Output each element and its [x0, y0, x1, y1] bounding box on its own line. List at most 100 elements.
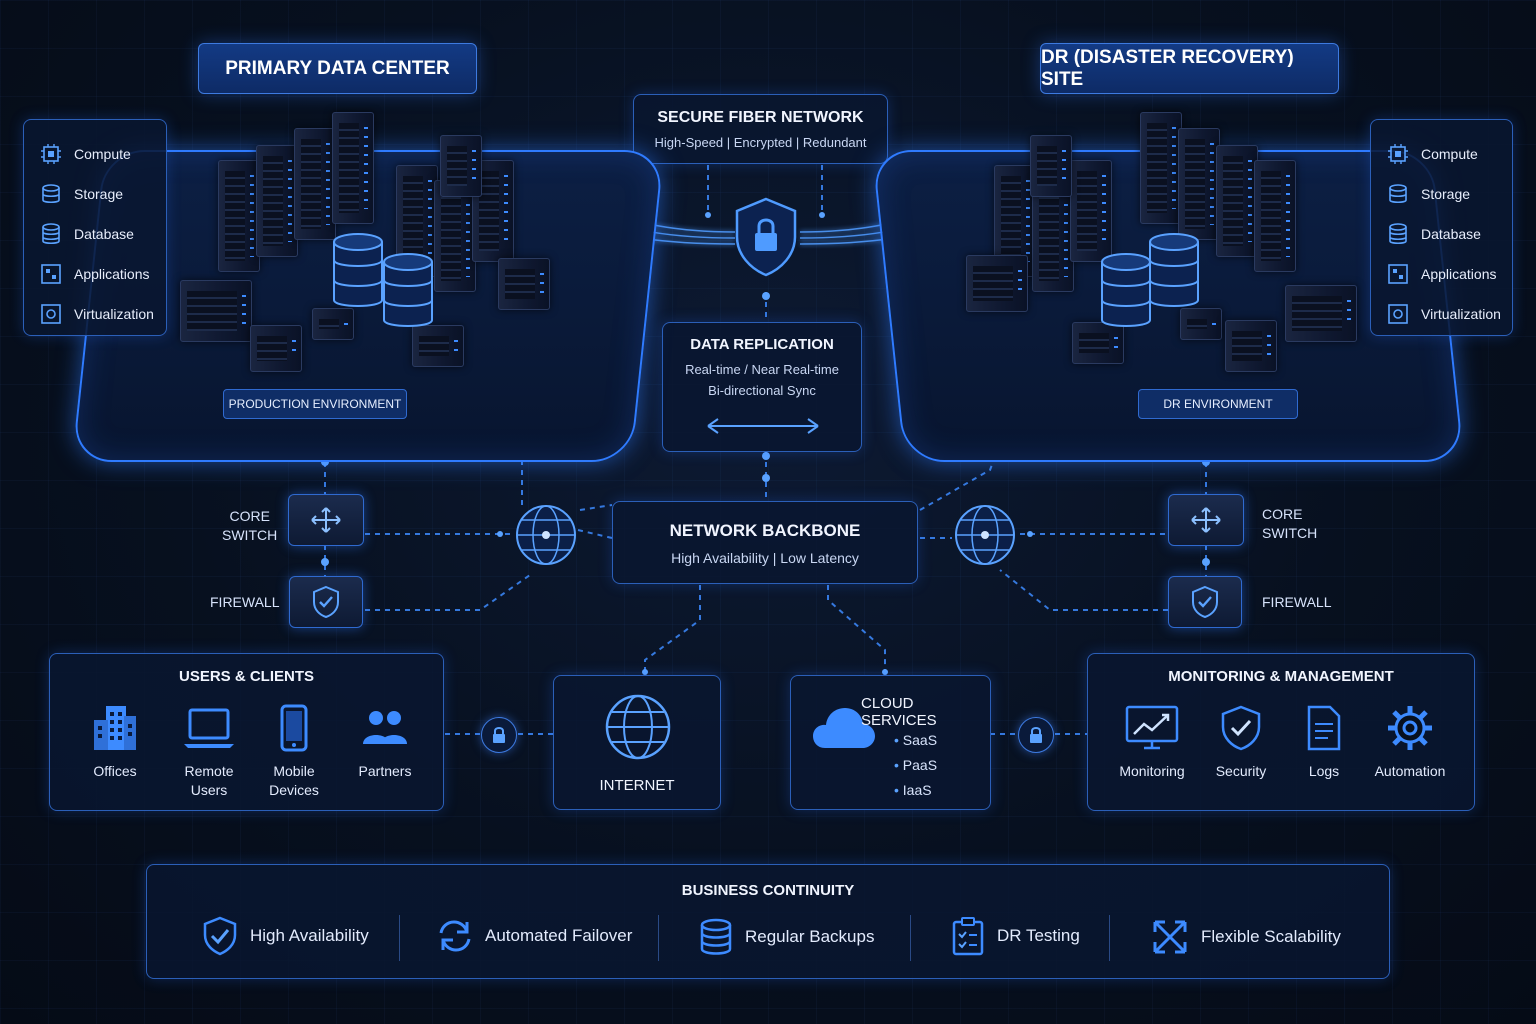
storage-icon: [1389, 184, 1407, 204]
divider: [658, 915, 659, 961]
dr-site-title: DR (DISASTER RECOVERY) SITE: [1040, 43, 1339, 94]
monitoring-panel: MONITORING & MANAGEMENT Monitoring Secur…: [1087, 653, 1475, 811]
client-label: Partners: [358, 763, 412, 779]
service-item: Storage: [40, 174, 166, 214]
primary-firewall-label: FIREWALL: [210, 594, 280, 610]
continuity-item-flexible-scalability: Flexible Scalability: [1151, 918, 1341, 956]
data-replication-line2: Bi-directional Sync: [708, 383, 816, 398]
continuity-item-regular-backups: Regular Backups: [699, 918, 874, 956]
shield-check-icon: [203, 916, 237, 956]
divider: [910, 915, 911, 961]
service-label: Database: [74, 226, 134, 242]
server-unit: [498, 258, 550, 310]
sync-icon: [439, 920, 471, 952]
people-icon: [363, 711, 407, 744]
server-rack: [1070, 160, 1112, 262]
service-item: Virtualization: [1387, 294, 1512, 334]
cpu-icon: [41, 144, 61, 164]
service-item: Applications: [40, 254, 166, 294]
dr-services-list: Compute Storage Database Applications Vi…: [1370, 119, 1513, 336]
database-stack-icon: [382, 250, 434, 332]
cloud-item-label: PaaS: [902, 757, 938, 773]
users-clients-title: USERS & CLIENTS: [178, 668, 314, 685]
database-stack-icon: [332, 230, 384, 312]
cloud-item-label: IaaS: [902, 782, 932, 798]
lock-icon: [481, 717, 517, 753]
primary-site-title: PRIMARY DATA CENTER: [198, 43, 477, 94]
bidirectional-arrow-icon: [707, 418, 819, 434]
expand-icon: [1153, 920, 1187, 954]
production-environment-text: PRODUCTION ENVIRONMENT: [228, 397, 402, 411]
continuity-label: Regular Backups: [745, 927, 875, 946]
client-item-mobile-devices: Mobile Devices: [258, 704, 330, 800]
storage-icon: [42, 184, 60, 204]
server-unit: [1180, 308, 1222, 340]
cloud-services-title: CLOUD SERVICES: [861, 695, 937, 729]
continuity-item-dr-testing: DR Testing: [951, 916, 1080, 956]
service-item: Compute: [40, 134, 166, 174]
continuity-item-automated-failover: Automated Failover: [437, 918, 632, 954]
client-item-remote-users: Remote Users: [160, 704, 258, 800]
server-unit: [966, 255, 1028, 312]
service-label: Database: [1421, 226, 1481, 242]
virtualization-icon: [1388, 304, 1408, 324]
secure-fiber-title: SECURE FIBER NETWORK: [657, 109, 864, 126]
dr-site-title-text: DR (DISASTER RECOVERY) SITE: [1041, 46, 1294, 90]
divider: [399, 915, 400, 961]
shield-check-icon: [1221, 705, 1261, 751]
cloud-icon: [813, 708, 875, 748]
primary-firewall: [289, 576, 363, 628]
monitor-chart-icon: [1125, 705, 1179, 750]
monitoring-item-security: Security: [1198, 704, 1284, 781]
service-label: Storage: [74, 186, 124, 202]
dr-firewall: [1168, 576, 1242, 628]
continuity-label: DR Testing: [997, 926, 1080, 945]
server-unit: [180, 280, 252, 342]
primary-services-list: Compute Storage Database Applications Vi…: [23, 119, 167, 336]
data-replication-panel: DATA REPLICATION Real-time / Near Real-t…: [662, 322, 862, 452]
network-globe-icon-right: [952, 502, 1018, 573]
clipboard-icon: [952, 917, 984, 956]
dr-core-switch-label: CORE SWITCH: [1262, 506, 1318, 541]
server-rack: [294, 128, 336, 240]
users-clients-panel: USERS & CLIENTS Offices Remote Users Mob…: [49, 653, 444, 811]
monitoring-item-logs: Logs: [1284, 704, 1364, 781]
monitoring-label: Monitoring: [1119, 763, 1185, 779]
fiber-shield-lock-icon: [731, 195, 801, 279]
server-rack: [218, 160, 260, 272]
primary-core-switch-label: CORE SWITCH: [222, 508, 278, 543]
applications-icon: [41, 264, 61, 284]
service-label: Storage: [1421, 186, 1471, 202]
continuity-label: High Availability: [250, 926, 369, 945]
client-item-offices: Offices: [70, 704, 160, 781]
database-stack-icon: [1148, 230, 1200, 312]
virtualization-icon: [41, 304, 61, 324]
business-continuity-title: BUSINESS CONTINUITY: [681, 882, 855, 899]
service-item: Applications: [1387, 254, 1512, 294]
service-item: Storage: [1387, 174, 1512, 214]
service-item: Database: [40, 214, 166, 254]
data-replication-title: DATA REPLICATION: [690, 336, 834, 353]
primary-core-switch: [288, 494, 364, 546]
server-rack: [1178, 128, 1220, 240]
service-item: Compute: [1387, 134, 1512, 174]
cloud-item: • SaaS: [894, 732, 938, 748]
service-item: Database: [1387, 214, 1512, 254]
switch-arrows-icon: [311, 507, 341, 533]
server-rack: [434, 180, 476, 292]
server-unit: [412, 325, 464, 367]
shield-check-icon: [1192, 585, 1218, 619]
service-label: Compute: [74, 146, 131, 162]
production-environment-label: PRODUCTION ENVIRONMENT: [223, 389, 407, 419]
dr-environment-text: DR ENVIRONMENT: [1163, 397, 1273, 411]
internet-label: INTERNET: [599, 777, 675, 794]
secure-fiber-subtitle: High-Speed | Encrypted | Redundant: [654, 135, 867, 150]
internet-panel: INTERNET: [553, 675, 721, 810]
database-icon: [1389, 223, 1407, 245]
monitoring-label: Security: [1215, 763, 1267, 779]
server-unit: [1285, 285, 1357, 342]
network-backbone-panel: NETWORK BACKBONE High Availability | Low…: [612, 501, 918, 584]
client-label: Offices: [93, 763, 137, 779]
cpu-icon: [1388, 144, 1408, 164]
cloud-item-label: SaaS: [902, 732, 938, 748]
